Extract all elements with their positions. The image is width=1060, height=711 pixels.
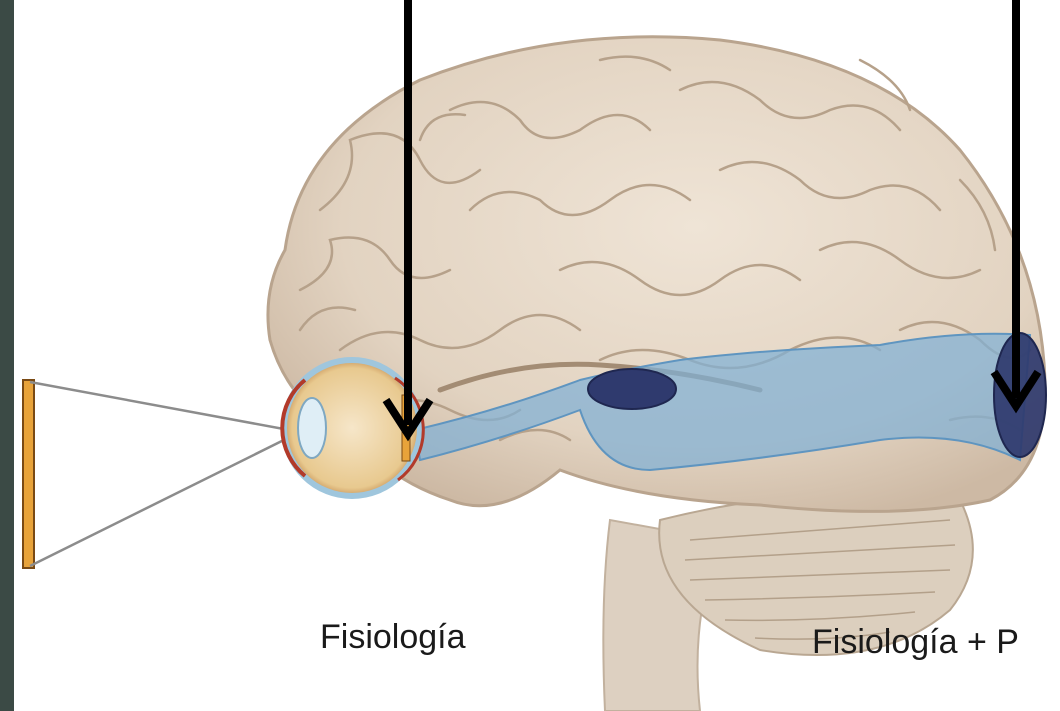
geniculate-nucleus: [588, 369, 676, 409]
label-fisiologia-plus: Fisiología + P: [812, 625, 1019, 659]
pencil-object: [23, 380, 34, 568]
label-fisiologia: Fisiología: [320, 620, 466, 654]
